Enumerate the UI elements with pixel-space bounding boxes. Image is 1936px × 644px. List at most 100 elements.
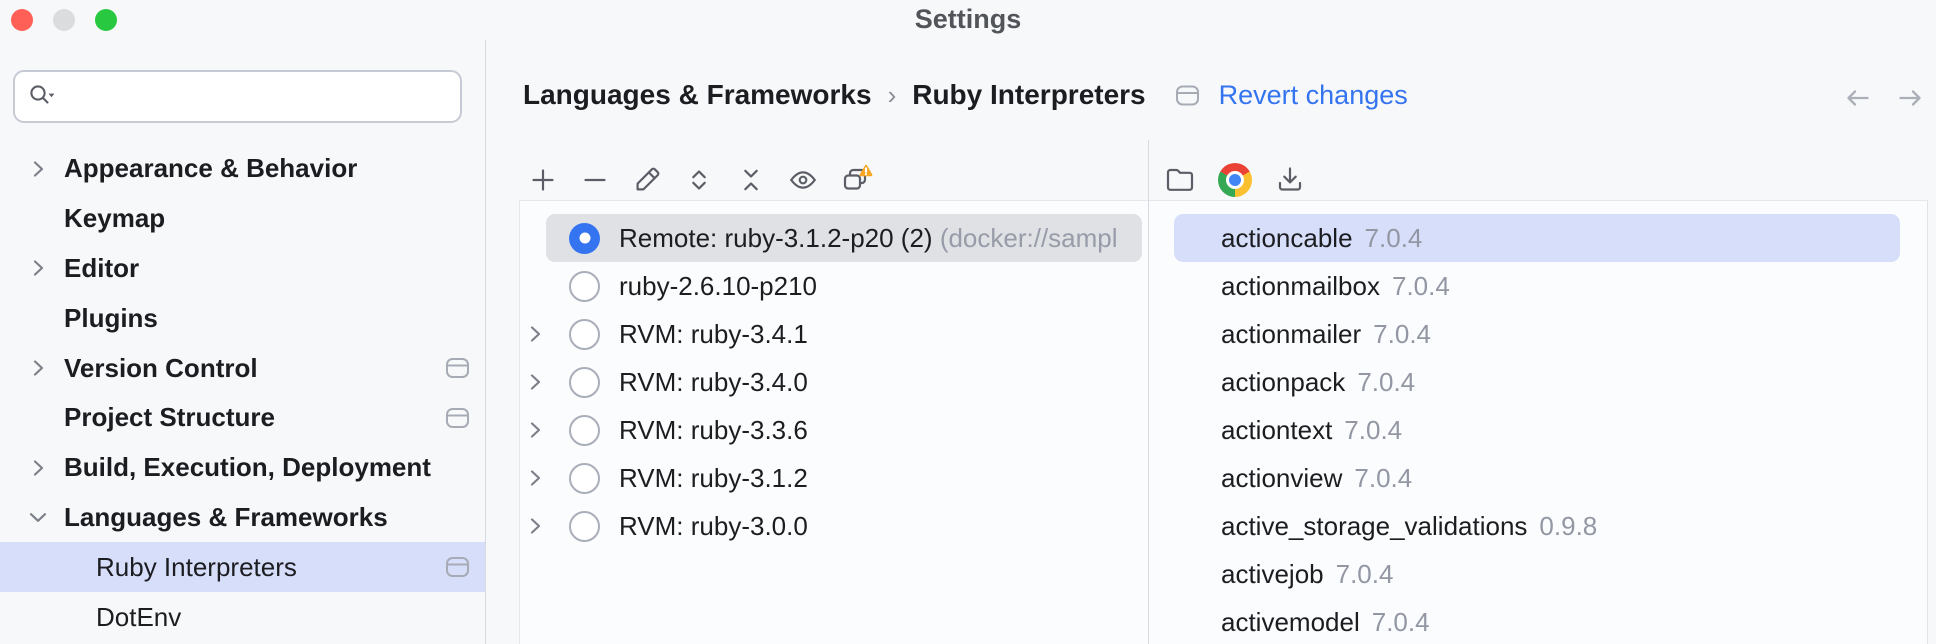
chevron-right-icon [530, 326, 541, 342]
gem-name: actionmailbox [1221, 270, 1380, 301]
sidebar-item[interactable]: Ruby Interpreters [0, 542, 485, 593]
chevron-right-icon [33, 161, 44, 177]
interpreter-row[interactable]: RVM: ruby-3.4.0 [520, 358, 1148, 406]
tree-chevron-slot[interactable] [24, 455, 52, 481]
interpreter-radio-button[interactable] [569, 510, 600, 542]
gem-name: activemodel [1221, 606, 1360, 637]
interpreter-radio-button[interactable] [569, 222, 600, 254]
gem-row[interactable]: actionpack 7.0.4 [1149, 358, 1927, 406]
modified-indicator-icon [1174, 83, 1201, 108]
interpreter-radio-button[interactable] [569, 366, 600, 398]
search-icon [30, 84, 55, 104]
interpreter-label: ruby-2.6.10-p210 [619, 270, 818, 301]
settings-search-input[interactable] [13, 70, 462, 123]
sidebar-item[interactable]: DotEnv [0, 592, 485, 642]
gem-row[interactable]: actioncable 7.0.4 [1149, 214, 1927, 262]
gem-name: actionmailer [1221, 318, 1362, 349]
tree-chevron-slot[interactable] [24, 156, 52, 182]
interpreter-radio-button[interactable] [569, 270, 600, 302]
sidebar-item[interactable]: Build, Execution, Deployment [0, 443, 485, 493]
chevron-right-icon [530, 374, 541, 390]
gem-row[interactable]: actionmailbox 7.0.4 [1149, 262, 1927, 310]
interpreters-toolbar [527, 163, 875, 197]
row-chevron-slot[interactable] [520, 321, 550, 347]
sidebar-item[interactable]: Project Structure [0, 393, 485, 443]
gem-version: 7.0.4 [1373, 318, 1431, 349]
interpreter-radio-button[interactable] [569, 462, 600, 494]
interpreter-label: RVM: ruby-3.4.1 [619, 318, 808, 349]
sidebar-item[interactable]: Version Control [0, 343, 485, 393]
minimize-button[interactable] [53, 9, 75, 31]
row-chevron-slot[interactable] [520, 465, 550, 491]
remove-icon[interactable] [579, 164, 611, 196]
sidebar-item-label: Build, Execution, Deployment [64, 452, 431, 483]
settings-sidebar: Appearance & Behavior Keymap Editor Plug… [0, 40, 486, 644]
chevron-right-icon [33, 360, 44, 376]
collapse-icon[interactable] [735, 164, 767, 196]
breadcrumb-languages-frameworks[interactable]: Languages & Frameworks [523, 79, 872, 110]
sidebar-item-label: Project Structure [64, 402, 275, 433]
row-chevron-slot[interactable] [520, 369, 550, 395]
revert-changes-link[interactable]: Revert changes [1218, 79, 1408, 110]
tree-chevron-slot[interactable] [24, 355, 52, 381]
sidebar-item[interactable]: Plugins [0, 293, 485, 343]
tree-chevron-slot[interactable] [24, 504, 52, 530]
expand-icon[interactable] [683, 164, 715, 196]
interpreter-label: RVM: ruby-3.3.6 [619, 414, 808, 445]
gem-version: 0.9.8 [1539, 510, 1598, 541]
gem-row[interactable]: activejob 7.0.4 [1149, 550, 1927, 598]
sidebar-item-label: Plugins [64, 302, 158, 333]
sidebar-item-label: DotEnv [96, 601, 182, 632]
gem-version: 7.0.4 [1371, 606, 1430, 637]
folder-icon[interactable] [1163, 163, 1197, 197]
sidebar-item[interactable]: Editor [0, 244, 485, 294]
sidebar-item-label: Languages & Frameworks [64, 501, 388, 532]
gem-name: actionview [1221, 462, 1343, 493]
close-button[interactable] [11, 9, 33, 31]
modified-indicator-icon [446, 407, 469, 428]
gem-version: 7.0.4 [1364, 222, 1423, 253]
chrome-icon[interactable] [1218, 163, 1252, 197]
interpreter-row[interactable]: RVM: ruby-3.0.0 [520, 502, 1148, 550]
edit-icon[interactable] [631, 164, 663, 196]
interpreter-row[interactable]: RVM: ruby-3.1.2 [520, 454, 1148, 502]
interpreter-radio-button[interactable] [569, 318, 600, 350]
back-arrow-icon[interactable] [1842, 82, 1874, 114]
row-chevron-slot[interactable] [520, 417, 550, 443]
gem-row[interactable]: activemodel 7.0.4 [1149, 598, 1927, 644]
gem-row[interactable]: actionview 7.0.4 [1149, 454, 1927, 502]
interpreter-row[interactable]: Remote: ruby-3.1.2-p20 (2) (docker://sam… [520, 214, 1148, 262]
zoom-button[interactable] [95, 9, 117, 31]
chevron-right-icon [530, 470, 541, 486]
download-icon[interactable] [1273, 163, 1307, 197]
interpreter-row[interactable]: ruby-2.6.10-p210 [520, 262, 1148, 310]
breadcrumb-ruby-interpreters: Ruby Interpreters [912, 79, 1146, 110]
interpreter-row[interactable]: RVM: ruby-3.4.1 [520, 310, 1148, 358]
sidebar-item[interactable]: Keymap [0, 194, 485, 244]
gem-version: 7.0.4 [1391, 270, 1450, 301]
modified-indicator-icon [1175, 85, 1199, 105]
chevron-down-icon [29, 513, 47, 523]
sidebar-item[interactable]: Appearance & Behavior [0, 144, 485, 194]
gem-row[interactable]: actionmailer 7.0.4 [1149, 310, 1927, 358]
copy-warning-icon[interactable] [839, 163, 875, 197]
interpreter-row[interactable]: RVM: ruby-3.3.6 [520, 406, 1148, 454]
gem-row[interactable]: active_storage_validations 0.9.8 [1149, 502, 1927, 550]
forward-arrow-icon[interactable] [1894, 82, 1926, 114]
eye-icon[interactable] [787, 164, 819, 196]
gem-row[interactable]: actiontext 7.0.4 [1149, 406, 1927, 454]
window-title: Settings [914, 4, 1022, 34]
interpreters-list: Remote: ruby-3.1.2-p20 (2) (docker://sam… [519, 200, 1148, 644]
modified-indicator-icon [444, 405, 471, 430]
add-icon[interactable] [527, 164, 559, 196]
chevron-right-icon [33, 460, 44, 476]
gem-version: 7.0.4 [1344, 414, 1403, 445]
sidebar-item[interactable]: Languages & Frameworks [0, 493, 485, 543]
row-chevron-slot[interactable] [520, 513, 550, 539]
sidebar-item-label: Keymap [64, 203, 166, 234]
interpreter-radio-button[interactable] [569, 414, 600, 446]
gems-list: actioncable 7.0.4 actionmailbox 7.0.4 ac… [1149, 200, 1928, 644]
sidebar-item-label: Ruby Interpreters [96, 551, 297, 582]
sidebar-item-label: Version Control [64, 352, 258, 383]
tree-chevron-slot[interactable] [24, 255, 52, 281]
